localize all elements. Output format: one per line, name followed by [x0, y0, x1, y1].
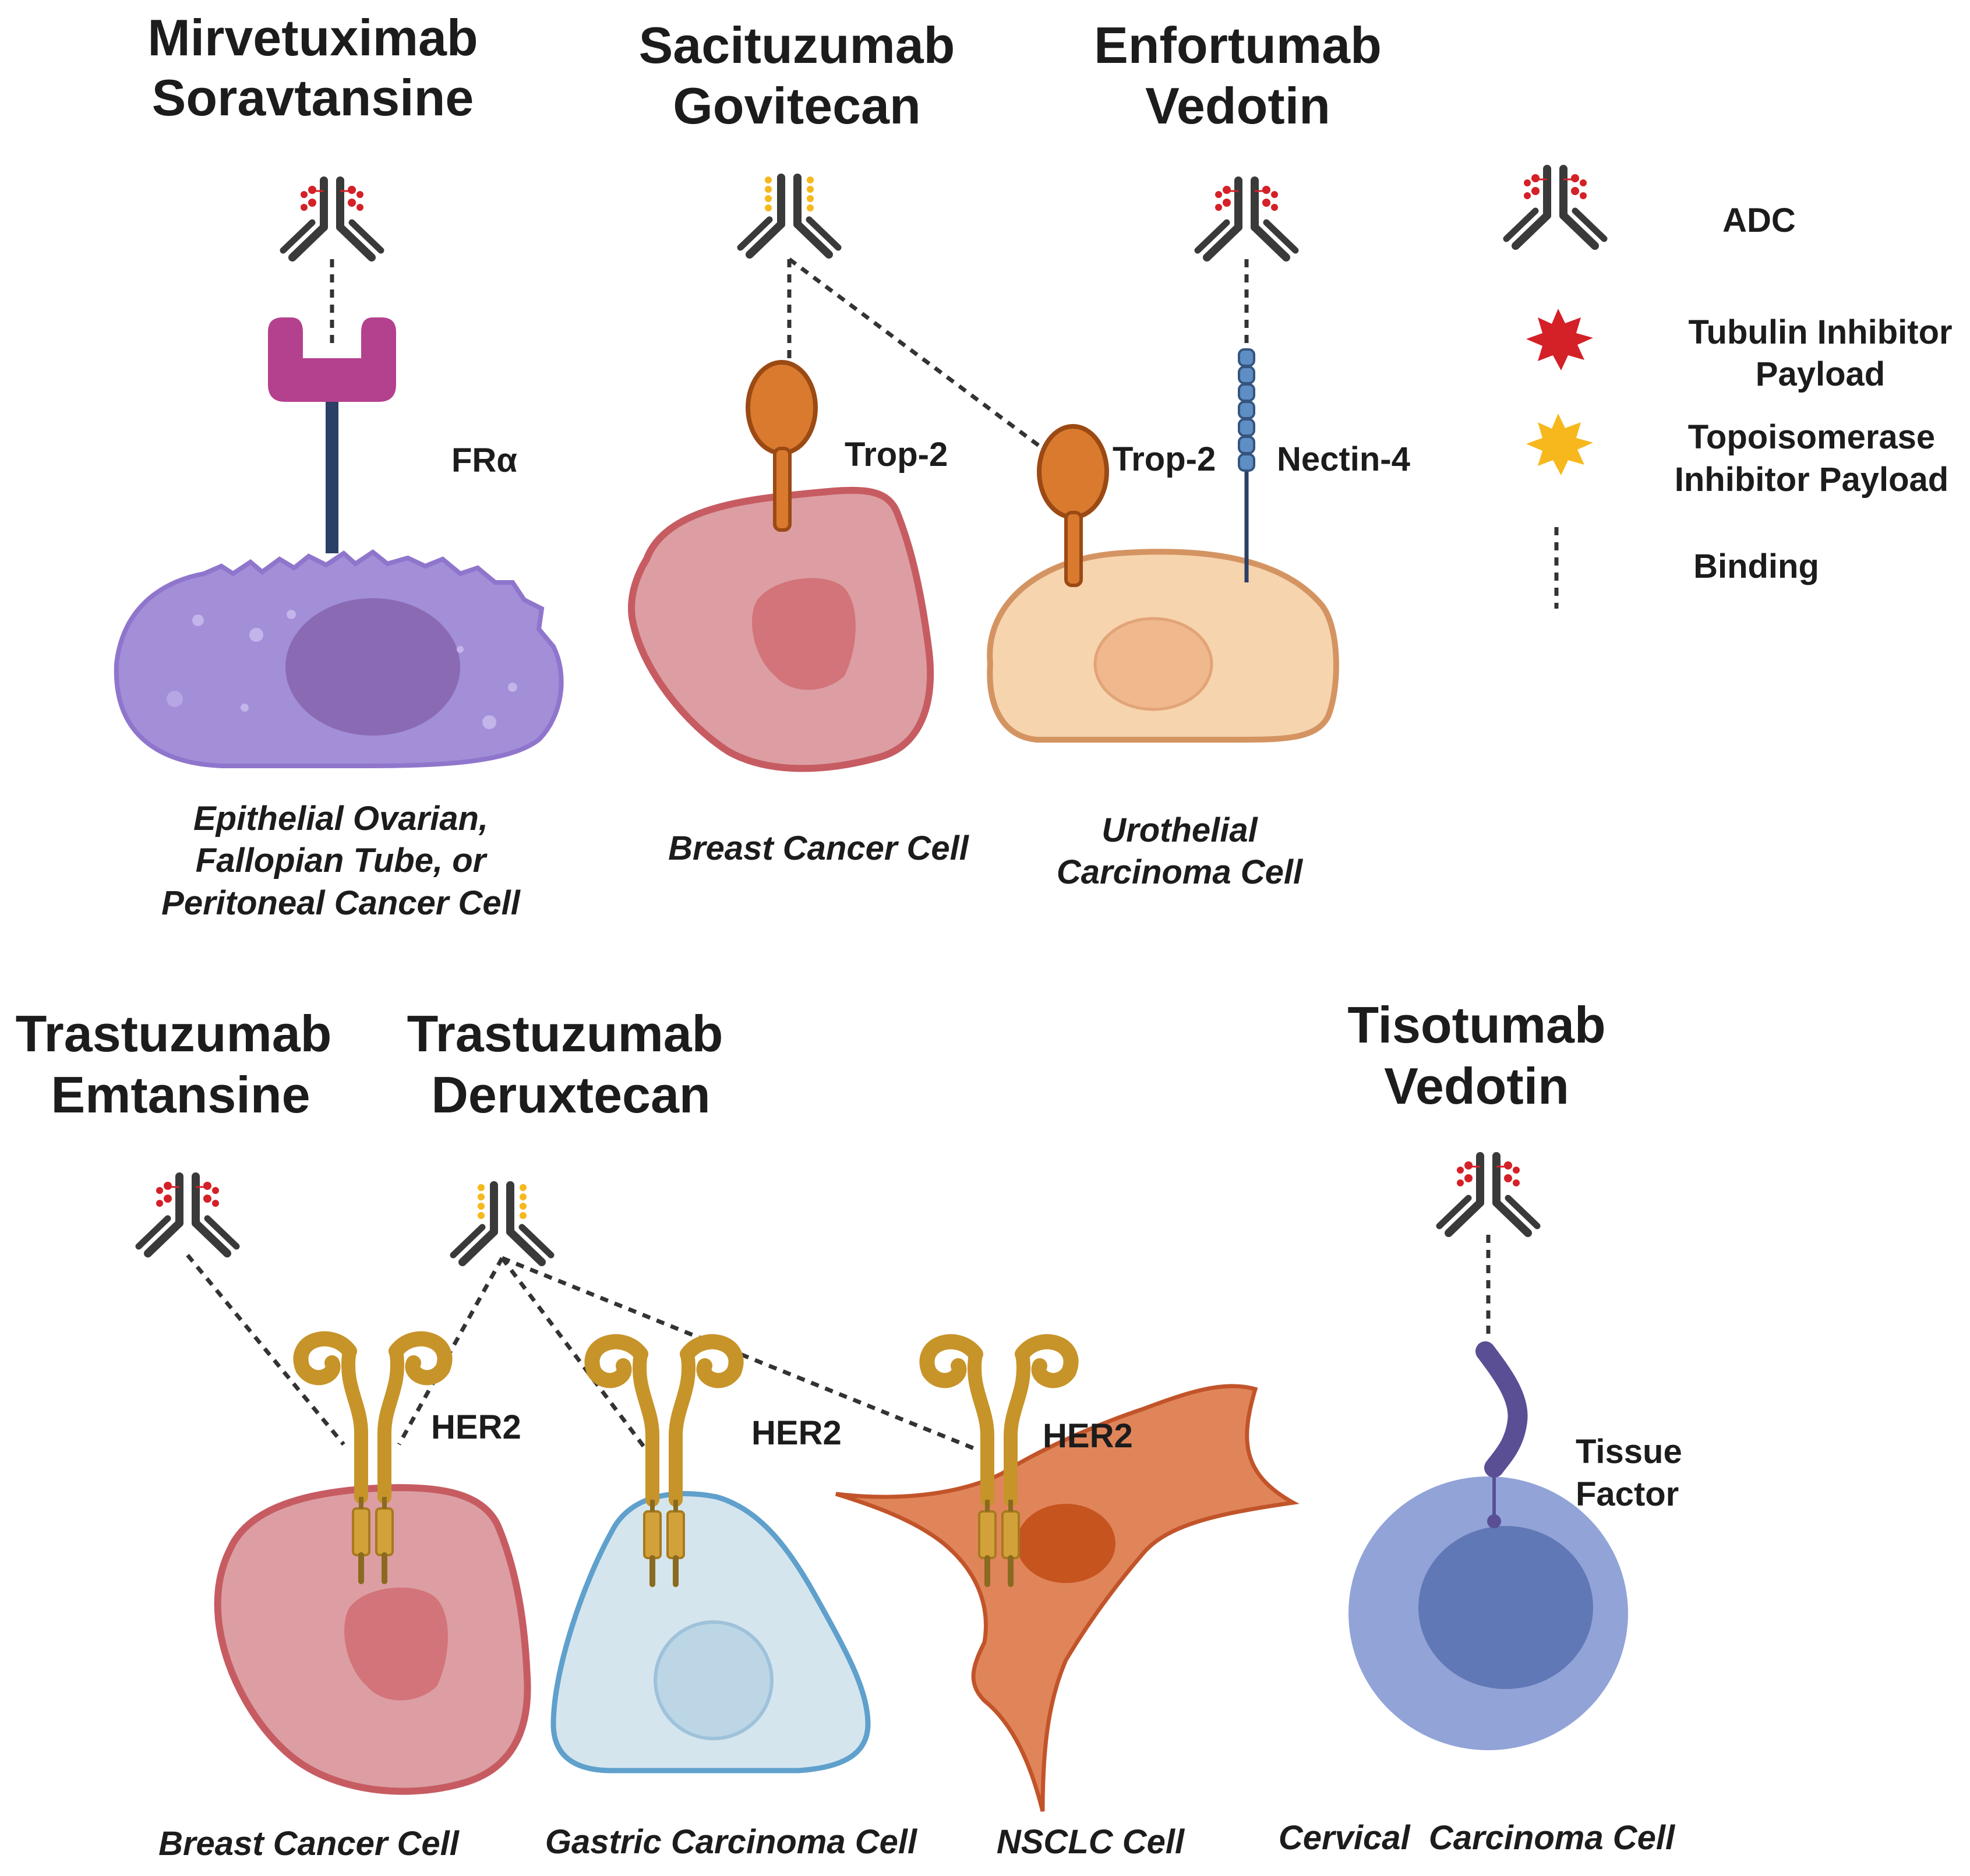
gastric-cell-label: Gastric Carcinoma Cell	[545, 1823, 918, 1861]
cell-label-line2: Carcinoma Cell	[1057, 853, 1304, 891]
legend-tubulin-line1: Tubulin Inhibitor	[1688, 313, 1952, 351]
breast-cell-label-bottom: Breast Cancer Cell	[158, 1825, 460, 1863]
antibody-icon	[453, 1184, 551, 1262]
gastric-carcinoma-cell	[550, 1491, 871, 1773]
her2-label-gastric: HER2	[751, 1414, 842, 1452]
her2-label-nsclc: HER2	[1043, 1417, 1133, 1455]
trop2-label-breast: Trop-2	[845, 436, 948, 474]
cervical-carcinoma-cell	[1348, 1476, 1628, 1750]
fra-label: FRα	[451, 441, 517, 479]
title-line1: Trastuzumab	[407, 1005, 723, 1062]
tissue-factor-line2: Factor	[1576, 1475, 1679, 1513]
tissue-factor-line1: Tissue	[1576, 1433, 1682, 1471]
title-line1: Tisotumab	[1347, 996, 1605, 1054]
title-line2: Govitecan	[673, 77, 920, 135]
legend-topo-line1: Topoisomerase	[1688, 418, 1935, 456]
nucleus	[654, 1620, 774, 1740]
nectin4-label: Nectin-4	[1277, 440, 1410, 478]
ovarian-cancer-cell	[114, 549, 564, 768]
trop2-receptor-breast	[746, 360, 818, 532]
title-line2: Emtansine	[51, 1066, 310, 1124]
antibody-icon	[139, 1177, 236, 1253]
nsclc-cell	[835, 1384, 1300, 1812]
title-line1: Trastuzumab	[16, 1005, 332, 1062]
title-enfortumab: Enfortumab Vedotin	[1094, 16, 1382, 135]
tissue-factor-label: Tissue Factor	[1576, 1433, 1682, 1513]
title-line1: Mirvetuximab	[147, 9, 478, 66]
title-trastuzumab-deruxtecan: Trastuzumab Deruxtecan	[407, 1005, 723, 1124]
legend-adc-label: ADC	[1722, 202, 1796, 239]
cell-label-line1: Epithelial Ovarian,	[193, 800, 488, 838]
title-line2: Deruxtecan	[431, 1066, 710, 1124]
trop2-receptor-urothelial	[1037, 424, 1109, 587]
antibody-icon	[283, 181, 381, 257]
nucleus	[1418, 1526, 1593, 1689]
legend-adc-icon	[1506, 169, 1604, 246]
urothelial-cell-label: Urothelial Carcinoma Cell	[1057, 811, 1304, 891]
nucleus	[1093, 617, 1213, 711]
cell-label-line1: Urothelial	[1101, 811, 1258, 849]
tissue-factor-receptor	[1475, 1341, 1528, 1528]
antibody-icon	[1198, 181, 1295, 257]
antibody-icon	[1439, 1156, 1537, 1233]
title-line2: Soravtansine	[152, 69, 474, 126]
nucleus	[344, 1587, 448, 1701]
nucleus	[285, 598, 460, 736]
binding-line	[788, 257, 1044, 450]
title-line2: Vedotin	[1145, 77, 1330, 135]
ovarian-cell-label: Epithelial Ovarian, Fallopian Tube, or P…	[161, 800, 521, 922]
tubulin-payload-icon	[1526, 309, 1593, 370]
title-mirvetuximab: Mirvetuximab Soravtansine	[147, 9, 478, 126]
legend-tubulin-line2: Payload	[1756, 355, 1885, 393]
cell-label-line2: Fallopian Tube, or	[196, 842, 488, 879]
legend-binding-label: Binding	[1693, 547, 1819, 585]
legend-topo-line2: Inhibitor Payload	[1675, 461, 1949, 499]
title-trastuzumab-emtansine: Trastuzumab Emtansine	[16, 1005, 332, 1124]
fra-receptor	[268, 317, 396, 553]
cervical-cell-label: Cervical Carcinoma Cell	[1279, 1819, 1676, 1857]
nectin4-receptor	[1238, 348, 1255, 582]
binding-line	[500, 1256, 648, 1452]
her2-label-breast: HER2	[431, 1408, 521, 1446]
nucleus	[752, 578, 856, 690]
binding-line	[186, 1253, 345, 1446]
breast-cell-label-top: Breast Cancer Cell	[668, 829, 970, 867]
title-line1: Enfortumab	[1094, 16, 1382, 74]
breast-cancer-cell-bottom	[214, 1484, 531, 1795]
binding-line	[501, 1256, 980, 1453]
trop2-label-urothelial: Trop-2	[1113, 440, 1216, 478]
title-line2: Vedotin	[1384, 1057, 1569, 1115]
breast-cancer-cell-top	[628, 486, 934, 772]
title-sacituzumab: Sacituzumab Govitecan	[639, 16, 955, 135]
legend: ADC Tubulin Inhibitor Payload Topoisomer…	[1506, 169, 1953, 609]
cell-label-line3: Peritoneal Cancer Cell	[161, 884, 521, 922]
title-tisotumab: Tisotumab Vedotin	[1347, 996, 1605, 1115]
title-line1: Sacituzumab	[639, 16, 955, 74]
topo-payload-icon	[1526, 414, 1593, 475]
nucleus	[1016, 1504, 1115, 1583]
antibody-icon	[740, 176, 838, 255]
urothelial-carcinoma-cell	[987, 549, 1339, 743]
nsclc-cell-label: NSCLC Cell	[997, 1823, 1185, 1861]
